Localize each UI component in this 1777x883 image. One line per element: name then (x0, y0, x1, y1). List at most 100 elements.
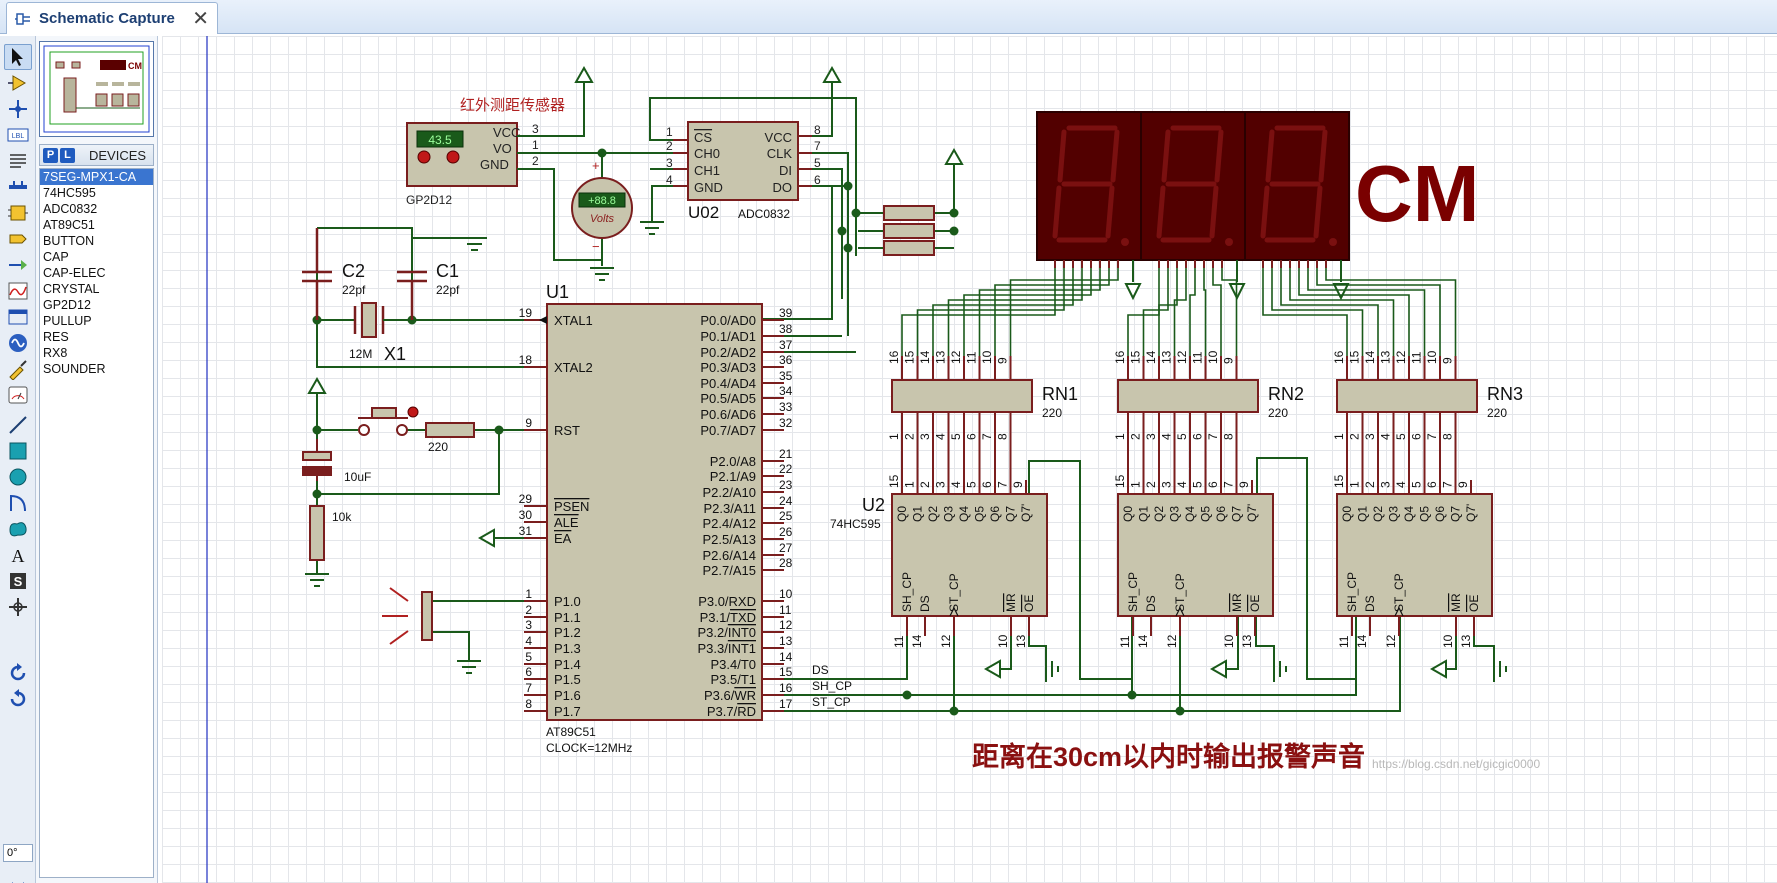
symbol-icon[interactable]: S (4, 568, 32, 594)
sr-bottom-pin-label: SH_CP (900, 572, 914, 612)
line-icon[interactable] (4, 412, 32, 438)
bus-icon[interactable] (4, 174, 32, 200)
list-item[interactable]: BUTTON (43, 234, 95, 248)
pin-number: 12 (1384, 634, 1398, 648)
marker-icon[interactable] (4, 594, 32, 620)
mcu-pin-label: P1.5 (554, 672, 581, 687)
list-item[interactable]: AT89C51 (43, 218, 95, 232)
reset-resistor-value: 220 (428, 440, 448, 454)
voltmeter[interactable]: +88.8 Volts + − (571, 158, 633, 254)
library-manager-button[interactable]: L (60, 147, 75, 163)
mcu-pin-label: P0.7/AD7 (700, 423, 756, 438)
sr-q-pin-label: Q7' (1245, 504, 1259, 522)
selection-icon[interactable] (4, 44, 32, 70)
graph-icon[interactable] (4, 278, 32, 304)
pin-number: 10 (1441, 634, 1455, 648)
resistor-network[interactable] (1336, 379, 1478, 413)
mcu-pin-label: P1.4 (554, 657, 581, 672)
close-icon[interactable]: ✕ (192, 8, 209, 30)
junctions (312, 148, 1185, 716)
sr-q-pin-label: Q7 (1004, 506, 1018, 522)
list-item[interactable]: 7SEG-MPX1-CA (40, 169, 153, 185)
shift-register-74hc595[interactable] (1117, 493, 1274, 617)
box-icon[interactable] (4, 438, 32, 464)
rotation-field[interactable]: 0° (3, 844, 33, 862)
mcu-pin-label: P2.3/A11 (703, 501, 756, 516)
pin-number: 14 (918, 350, 932, 364)
mcu-pin-label: P2.4/A12 (703, 516, 757, 531)
pin-number: 6 (1425, 481, 1439, 488)
list-item[interactable]: CAP (43, 250, 69, 264)
resistor-network[interactable] (891, 379, 1033, 413)
pin-number: 14 (1363, 350, 1377, 364)
list-item[interactable]: RES (43, 330, 69, 344)
reset-resistor[interactable]: 220 (425, 422, 475, 454)
text-icon[interactable]: A (4, 542, 32, 568)
terminal-icon[interactable] (4, 226, 32, 252)
list-item[interactable]: CAP-ELEC (43, 266, 106, 280)
pin-number: 2 (532, 154, 539, 168)
device-pin-icon[interactable] (4, 252, 32, 278)
component-icon[interactable] (4, 70, 32, 96)
pullup-resistors[interactable] (883, 205, 935, 256)
overview-window[interactable]: CM (39, 41, 154, 137)
text-script-icon[interactable] (4, 148, 32, 174)
list-item[interactable]: ADC0832 (43, 202, 98, 216)
pick-devices-button[interactable]: P (43, 147, 58, 163)
list-item[interactable]: CRYSTAL (43, 282, 100, 296)
gp2d12-sensor[interactable]: 红外测距传感器 43.5 VCC VO GND GP2D12 3 1 2 (406, 97, 565, 207)
schematic-canvas[interactable]: 红外测距传感器 43.5 VCC VO GND GP2D12 3 1 2 (162, 36, 1777, 883)
pin-number: 7 (814, 139, 821, 153)
pin-number: 10 (996, 634, 1010, 648)
arc-icon[interactable] (4, 490, 32, 516)
sr-bottom-pin-label: MR (1449, 593, 1463, 612)
voltage-probe-icon[interactable] (4, 356, 32, 382)
tape-recorder-icon[interactable] (4, 304, 32, 330)
pin-number: 1 (1129, 481, 1143, 488)
wire-label-icon[interactable]: LBL (4, 122, 32, 148)
list-item[interactable]: PULLUP (43, 314, 92, 328)
pin-number: 7 (1425, 433, 1439, 440)
virtual-instrument-icon[interactable] (4, 382, 32, 408)
mcu-pin-label: P0.3/AD3 (700, 360, 756, 375)
mirror-horizontal-icon[interactable] (4, 874, 32, 883)
sounder[interactable] (382, 587, 433, 645)
subcircuit-icon[interactable] (4, 200, 32, 226)
mcu-pin-label: XTAL1 (554, 313, 593, 328)
list-item[interactable]: SOUNDER (43, 362, 106, 376)
voltmeter-reading: +88.8 (588, 195, 616, 207)
sr-bottom-pin-label: MR (1230, 593, 1244, 612)
shift-register-groups[interactable]: 16115214313412511610798RN1220Q015Q11Q22Q… (830, 268, 1523, 648)
crystal[interactable]: 12M X1 (349, 302, 406, 364)
devices-list[interactable]: 7SEG-MPX1-CA 74HC595 ADC0832 AT89C51 BUT… (39, 168, 154, 878)
generator-icon[interactable] (4, 330, 32, 356)
tab-schematic-capture[interactable]: Schematic Capture ✕ (6, 2, 218, 34)
junction-dot-icon[interactable] (4, 96, 32, 122)
pulldown-resistor[interactable]: 10k (309, 505, 352, 561)
shift-register-group: 16115214313412511610798RN2220Q015Q11Q22Q… (1113, 268, 1304, 648)
shift-register-74hc595[interactable] (891, 493, 1048, 617)
circle-icon[interactable] (4, 464, 32, 490)
list-item[interactable]: 74HC595 (43, 186, 96, 200)
reset-button[interactable] (358, 406, 419, 436)
pin-number: 11 (1191, 351, 1205, 364)
sr-q-pin-label: Q1 (1137, 506, 1151, 522)
seven-segment-displays[interactable] (1036, 111, 1350, 301)
pin-number: 10 (1222, 634, 1236, 648)
pin-number: 33 (779, 400, 793, 414)
sr-q-pin-label: Q1 (1356, 506, 1370, 522)
rotate-cw-icon[interactable] (4, 660, 32, 686)
path-icon[interactable] (4, 516, 32, 542)
resistor-network[interactable] (1117, 379, 1259, 413)
list-item[interactable]: RX8 (43, 346, 68, 360)
shift-register-74hc595[interactable] (1336, 493, 1493, 617)
seven-segment-digit (1036, 111, 1142, 301)
list-item[interactable]: GP2D12 (43, 298, 91, 312)
pin-number: 11 (965, 351, 979, 364)
adc0832[interactable]: CS CH0 CH1 GND VCC CLK DI DO 1 2 3 4 8 7… (666, 121, 821, 222)
capacitors[interactable] (302, 228, 427, 320)
sr-bottom-pin-label: ST_CP (1392, 573, 1406, 612)
electrolytic-capacitor[interactable]: 10uF (302, 439, 371, 484)
rotate-ccw-icon[interactable] (4, 686, 32, 712)
